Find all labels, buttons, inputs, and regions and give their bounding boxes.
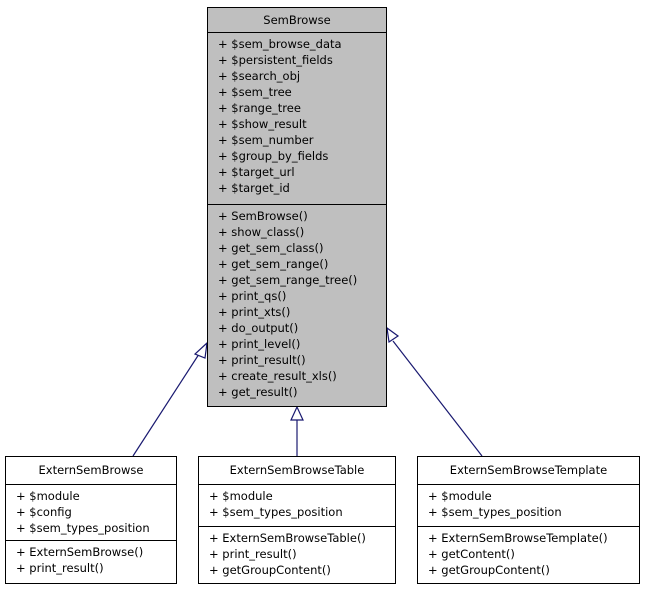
class-name: ExternSemBrowseTable (199, 457, 395, 485)
attribute: + $persistent_fields (218, 53, 333, 67)
attribute: + $target_id (218, 181, 290, 195)
attribute: + $module (209, 489, 273, 503)
attributes-section: + $module + $sem_types_position (199, 485, 395, 527)
methods-section: + SemBrowse() + show_class() + get_sem_c… (208, 205, 386, 400)
class-box-sembrowse[interactable]: SemBrowse + $sem_browse_data + $persiste… (207, 7, 387, 407)
method: + ExternSemBrowseTemplate() (428, 531, 608, 545)
attribute: + $show_result (218, 117, 307, 131)
method: + getGroupContent() (428, 563, 550, 577)
attribute: + $sem_tree (218, 85, 292, 99)
inheritance-arrow-extern-sem-browse (193, 341, 208, 359)
attribute: + $module (428, 489, 492, 503)
attribute: + $sem_types_position (16, 521, 150, 535)
method: + get_sem_class() (218, 241, 324, 255)
method: + show_class() (218, 225, 305, 239)
method: + ExternSemBrowse() (16, 545, 144, 559)
attribute: + $search_obj (218, 69, 301, 83)
attributes-section: + $module + $config + $sem_types_positio… (6, 485, 176, 541)
method: + getGroupContent() (209, 563, 331, 577)
attribute: + $module (16, 489, 80, 503)
attribute: + $sem_browse_data (218, 37, 342, 51)
method: + print_result() (16, 561, 104, 575)
inheritance-line-extern-sem-browse-template (392, 340, 483, 457)
class-box-externsembrowsetable[interactable]: ExternSemBrowseTable + $module + $sem_ty… (198, 456, 396, 584)
methods-section: + ExternSemBrowseTable() + print_result(… (199, 527, 395, 578)
methods-section: + ExternSemBrowseTemplate() + getContent… (418, 527, 639, 578)
method: + do_output() (218, 321, 299, 335)
method: + create_result_xls() (218, 369, 337, 383)
method: + ExternSemBrowseTable() (209, 531, 366, 545)
method: + print_result() (218, 353, 306, 367)
method: + print_qs() (218, 289, 287, 303)
attributes-section: + $sem_browse_data + $persistent_fields … (208, 33, 386, 205)
inheritance-arrow-extern-sem-browse-table (290, 405, 304, 421)
method: + SemBrowse() (218, 209, 308, 223)
class-name: ExternSemBrowseTemplate (418, 457, 639, 485)
inheritance-arrow-extern-sem-browse-template (386, 326, 400, 344)
methods-section: + ExternSemBrowse() + print_result() (6, 541, 176, 576)
attribute: + $sem_number (218, 133, 314, 147)
method: + print_level() (218, 337, 301, 351)
method: + get_result() (218, 385, 298, 399)
class-name: SemBrowse (208, 8, 386, 33)
class-box-externsembrowse[interactable]: ExternSemBrowse + $module + $config + $s… (5, 456, 177, 584)
method: + getContent() (428, 547, 515, 561)
method: + get_sem_range_tree() (218, 273, 358, 287)
method: + get_sem_range() (218, 257, 329, 271)
attribute: + $group_by_fields (218, 149, 329, 163)
attribute: + $range_tree (218, 101, 301, 115)
attribute: + $sem_types_position (209, 505, 343, 519)
attribute: + $target_url (218, 165, 295, 179)
inheritance-line-extern-sem-browse (132, 350, 202, 457)
class-box-externsembrowsetemplate[interactable]: ExternSemBrowseTemplate + $module + $sem… (417, 456, 640, 584)
method: + print_xts() (218, 305, 291, 319)
attribute: + $sem_types_position (428, 505, 562, 519)
method: + print_result() (209, 547, 297, 561)
class-name: ExternSemBrowse (6, 457, 176, 485)
attributes-section: + $module + $sem_types_position (418, 485, 639, 527)
attribute: + $config (16, 505, 72, 519)
